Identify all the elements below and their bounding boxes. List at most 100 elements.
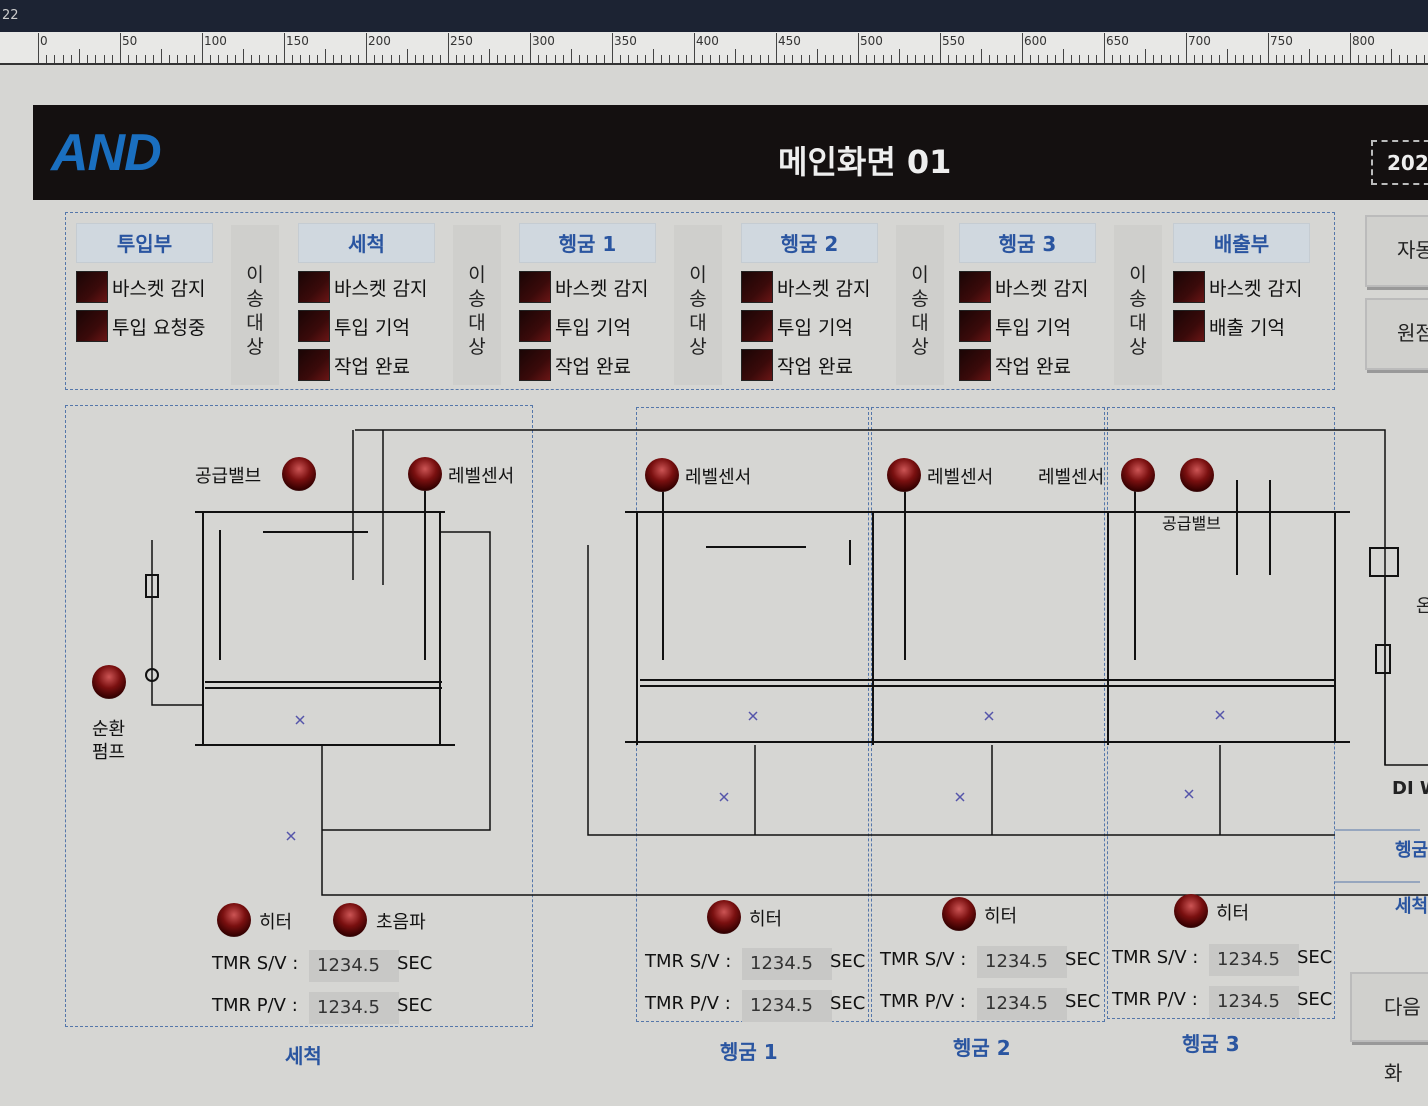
station-header: 세척: [298, 223, 435, 263]
ruler-tick: [1120, 55, 1122, 63]
heater-lamp[interactable]: [1174, 894, 1208, 928]
rinse1-level-sensor-lamp[interactable]: [645, 458, 679, 492]
station-header: 헹굼 1: [519, 223, 656, 263]
transfer-char: 송: [246, 288, 264, 310]
ruler-tick: [1087, 55, 1089, 63]
transfer-char: 대: [689, 312, 707, 334]
ruler-tick: [677, 55, 679, 63]
ruler-tick: [169, 55, 171, 63]
ruler-tick: [956, 55, 958, 63]
lamp-indicator: [959, 271, 991, 303]
ruler-tick: [177, 55, 179, 63]
ruler-tick: [1104, 33, 1105, 63]
ruler-tick: [1071, 55, 1073, 63]
origin-button[interactable]: 원점: [1365, 298, 1428, 370]
unit-label: SEC: [830, 951, 866, 972]
ruler-label: 0: [40, 34, 48, 48]
status-lamp: 바스켓 감지: [519, 271, 648, 303]
wash-level-sensor-lamp[interactable]: [408, 457, 442, 491]
ruler-tick: [505, 55, 507, 63]
supply-valve-lamp[interactable]: [282, 457, 316, 491]
ruler-tick: [612, 33, 613, 63]
ruler-tick: [144, 55, 146, 63]
level-sensor-label: 레벨센서: [1038, 467, 1105, 488]
section-name: 헹굼 1: [720, 1040, 778, 1064]
tmr-sv-value[interactable]: 1234.5: [1209, 944, 1299, 976]
ruler-tick: [964, 55, 966, 63]
lamp-label: 바스켓 감지: [334, 277, 428, 300]
station-header: 투입부: [76, 223, 213, 263]
auto-button[interactable]: 자동: [1365, 215, 1428, 287]
ruler-tick: [1210, 55, 1212, 63]
ruler-tick: [1235, 55, 1237, 63]
tmr-pv-value[interactable]: 1234.5: [977, 988, 1067, 1020]
tmr-pv-value[interactable]: 1234.5: [309, 992, 399, 1024]
ruler-tick: [1341, 55, 1343, 63]
ruler-tick: [284, 33, 285, 63]
ruler-tick: [62, 55, 64, 63]
station-header: 헹굼 2: [741, 223, 878, 263]
lamp-label: 투입 기억: [995, 316, 1071, 339]
heater-lamp[interactable]: [707, 900, 741, 934]
tmr-pv-label: TMR P/V :: [645, 993, 731, 1014]
section-name: 헹굼 3: [1182, 1032, 1240, 1056]
ruler-tick: [538, 55, 540, 63]
rinse-tanks: [625, 511, 1350, 745]
status-lamp: 작업 완료: [298, 349, 410, 381]
ruler-tick: [374, 55, 376, 63]
rinse2-level-sensor-lamp[interactable]: [887, 458, 921, 492]
valve-symbol: [145, 574, 159, 598]
ruler-tick: [776, 33, 777, 63]
ruler-tick: [128, 55, 130, 63]
title-bar: 22: [0, 0, 1428, 32]
ruler-tick: [595, 55, 597, 63]
circ-pump-lamp[interactable]: [92, 665, 126, 699]
ruler-tick: [439, 55, 441, 63]
heater-lamp[interactable]: [217, 903, 251, 937]
heater-lamp[interactable]: [942, 897, 976, 931]
ruler-label: 700: [1188, 34, 1211, 48]
lamp-indicator: [741, 349, 773, 381]
transfer-char: 송: [468, 288, 486, 310]
ultrasonic-lamp[interactable]: [333, 903, 367, 937]
lamp-indicator: [1173, 271, 1205, 303]
lamp-indicator: [298, 271, 330, 303]
tmr-pv-value[interactable]: 1234.5: [1209, 986, 1299, 1018]
ruler-label: 450: [778, 34, 801, 48]
ruler-tick: [448, 33, 449, 63]
ruler-tick: [710, 55, 712, 63]
ruler-tick: [1054, 55, 1056, 63]
rinse3-level-sensor-lamp[interactable]: [1121, 458, 1155, 492]
status-lamp: 작업 완료: [959, 349, 1071, 381]
ruler-tick: [513, 55, 515, 63]
tmr-sv-value[interactable]: 1234.5: [742, 948, 832, 980]
ruler-label: 800: [1352, 34, 1375, 48]
section-name: 세척: [285, 1044, 322, 1068]
ruler-tick: [546, 55, 548, 63]
lamp-label: 바스켓 감지: [1209, 277, 1303, 300]
unit-label: SEC: [1297, 989, 1333, 1010]
ruler-tick: [152, 55, 154, 63]
ruler-tick: [1095, 55, 1097, 63]
ruler-tick: [841, 55, 843, 63]
ruler-tick: [218, 55, 220, 63]
rinse-supply-valve-lamp[interactable]: [1180, 458, 1214, 492]
ruler-tick: [882, 55, 884, 63]
tmr-sv-value[interactable]: 1234.5: [309, 950, 399, 982]
tmr-pv-value[interactable]: 1234.5: [742, 990, 832, 1022]
heater-label: 히터: [259, 912, 293, 933]
ruler-tick: [743, 55, 745, 63]
ruler-tick: [1276, 55, 1278, 63]
lamp-indicator: [519, 310, 551, 342]
ruler-tick: [866, 55, 868, 63]
lamp-label: 작업 완료: [995, 355, 1071, 378]
ruler-label: 300: [532, 34, 555, 48]
transfer-char: 대: [911, 312, 929, 334]
ruler-tick: [292, 55, 294, 63]
next-screen-button[interactable]: 다음화: [1350, 972, 1428, 1085]
tmr-sv-value[interactable]: 1234.5: [977, 946, 1067, 978]
ruler-tick: [275, 55, 277, 63]
ruler-tick: [193, 55, 195, 63]
